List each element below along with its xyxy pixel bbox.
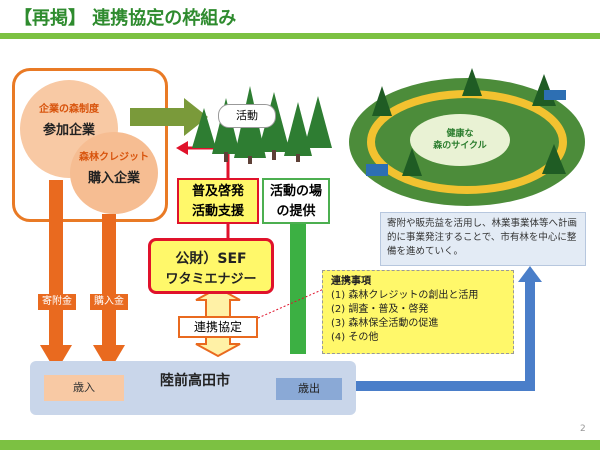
description-box: 寄附や販売益を活用し、林業事業体等へ計画的に事業発注することで、市有林を中心に整… (380, 212, 586, 266)
support-label: 普及啓発 活動支援 (177, 178, 259, 224)
top-bar (0, 33, 600, 39)
page-number: 2 (580, 424, 586, 434)
forest-cycle-title-2: 森のサイクル (433, 139, 487, 151)
donation-arrow-shaft (49, 180, 63, 348)
field-arrow-shaft (290, 222, 306, 354)
expenditure-box: 歳出 (276, 378, 342, 400)
watami-energy-name: ワタミエナジー (165, 272, 257, 287)
items-title: 連携事項 (331, 276, 371, 287)
participation-arrow-shaft (130, 108, 186, 126)
support-arrow-head (176, 141, 188, 155)
expenditure-arrow (344, 278, 535, 391)
field-label-line2: の提供 (276, 204, 316, 219)
item-3: (3) 森林保全活動の促進 (331, 318, 439, 329)
sef-name: 公財）SEF (175, 251, 247, 267)
support-label-line2: 活動支援 (191, 204, 244, 219)
forest-credit-label: 森林クレジット (79, 152, 149, 163)
forest-cycle-title-1: 健康な (446, 127, 473, 139)
activity-bubble: 活動 (218, 104, 276, 128)
participation-arrow-head (184, 98, 208, 136)
field-provision-label: 活動の場 の提供 (262, 178, 330, 224)
agreement-label: 連携協定 (178, 316, 258, 338)
cooperation-items-box: 連携事項 (1) 森林クレジットの創出と活用 (2) 調査・普及・啓発 (3) … (322, 270, 514, 354)
item-4: (4) その他 (331, 332, 379, 343)
bottom-bar (0, 440, 600, 450)
sef-box: 公財）SEF ワタミエナジー (148, 238, 274, 294)
participant-company-label: 参加企業 (42, 123, 95, 138)
expenditure-arrow-head (518, 266, 542, 282)
purchase-label: 購入金 (90, 294, 128, 310)
support-label-line1: 普及啓発 (191, 184, 244, 199)
city-name: 陸前高田市 (160, 373, 230, 389)
purchase-arrow-shaft (102, 214, 116, 348)
credit-buyer-circle: 森林クレジット 購入企業 (70, 132, 158, 214)
donation-label: 寄附金 (38, 294, 76, 310)
item-1: (1) 森林クレジットの創出と活用 (331, 290, 479, 301)
forest-cycle-illustration: 健康な 森のサイクル (349, 68, 585, 206)
field-label-line1: 活動の場 (269, 184, 322, 199)
buyer-company-label: 購入企業 (87, 171, 140, 186)
forest-program-label: 企業の森制度 (39, 104, 99, 115)
revenue-box: 歳入 (44, 375, 124, 401)
donation-arrow-head (40, 345, 72, 372)
item-2: (2) 調査・普及・啓発 (331, 304, 429, 315)
page-title: 【再掲】 連携協定の枠組み (14, 8, 237, 29)
items-connector (257, 287, 327, 319)
purchase-arrow-head (93, 345, 125, 372)
